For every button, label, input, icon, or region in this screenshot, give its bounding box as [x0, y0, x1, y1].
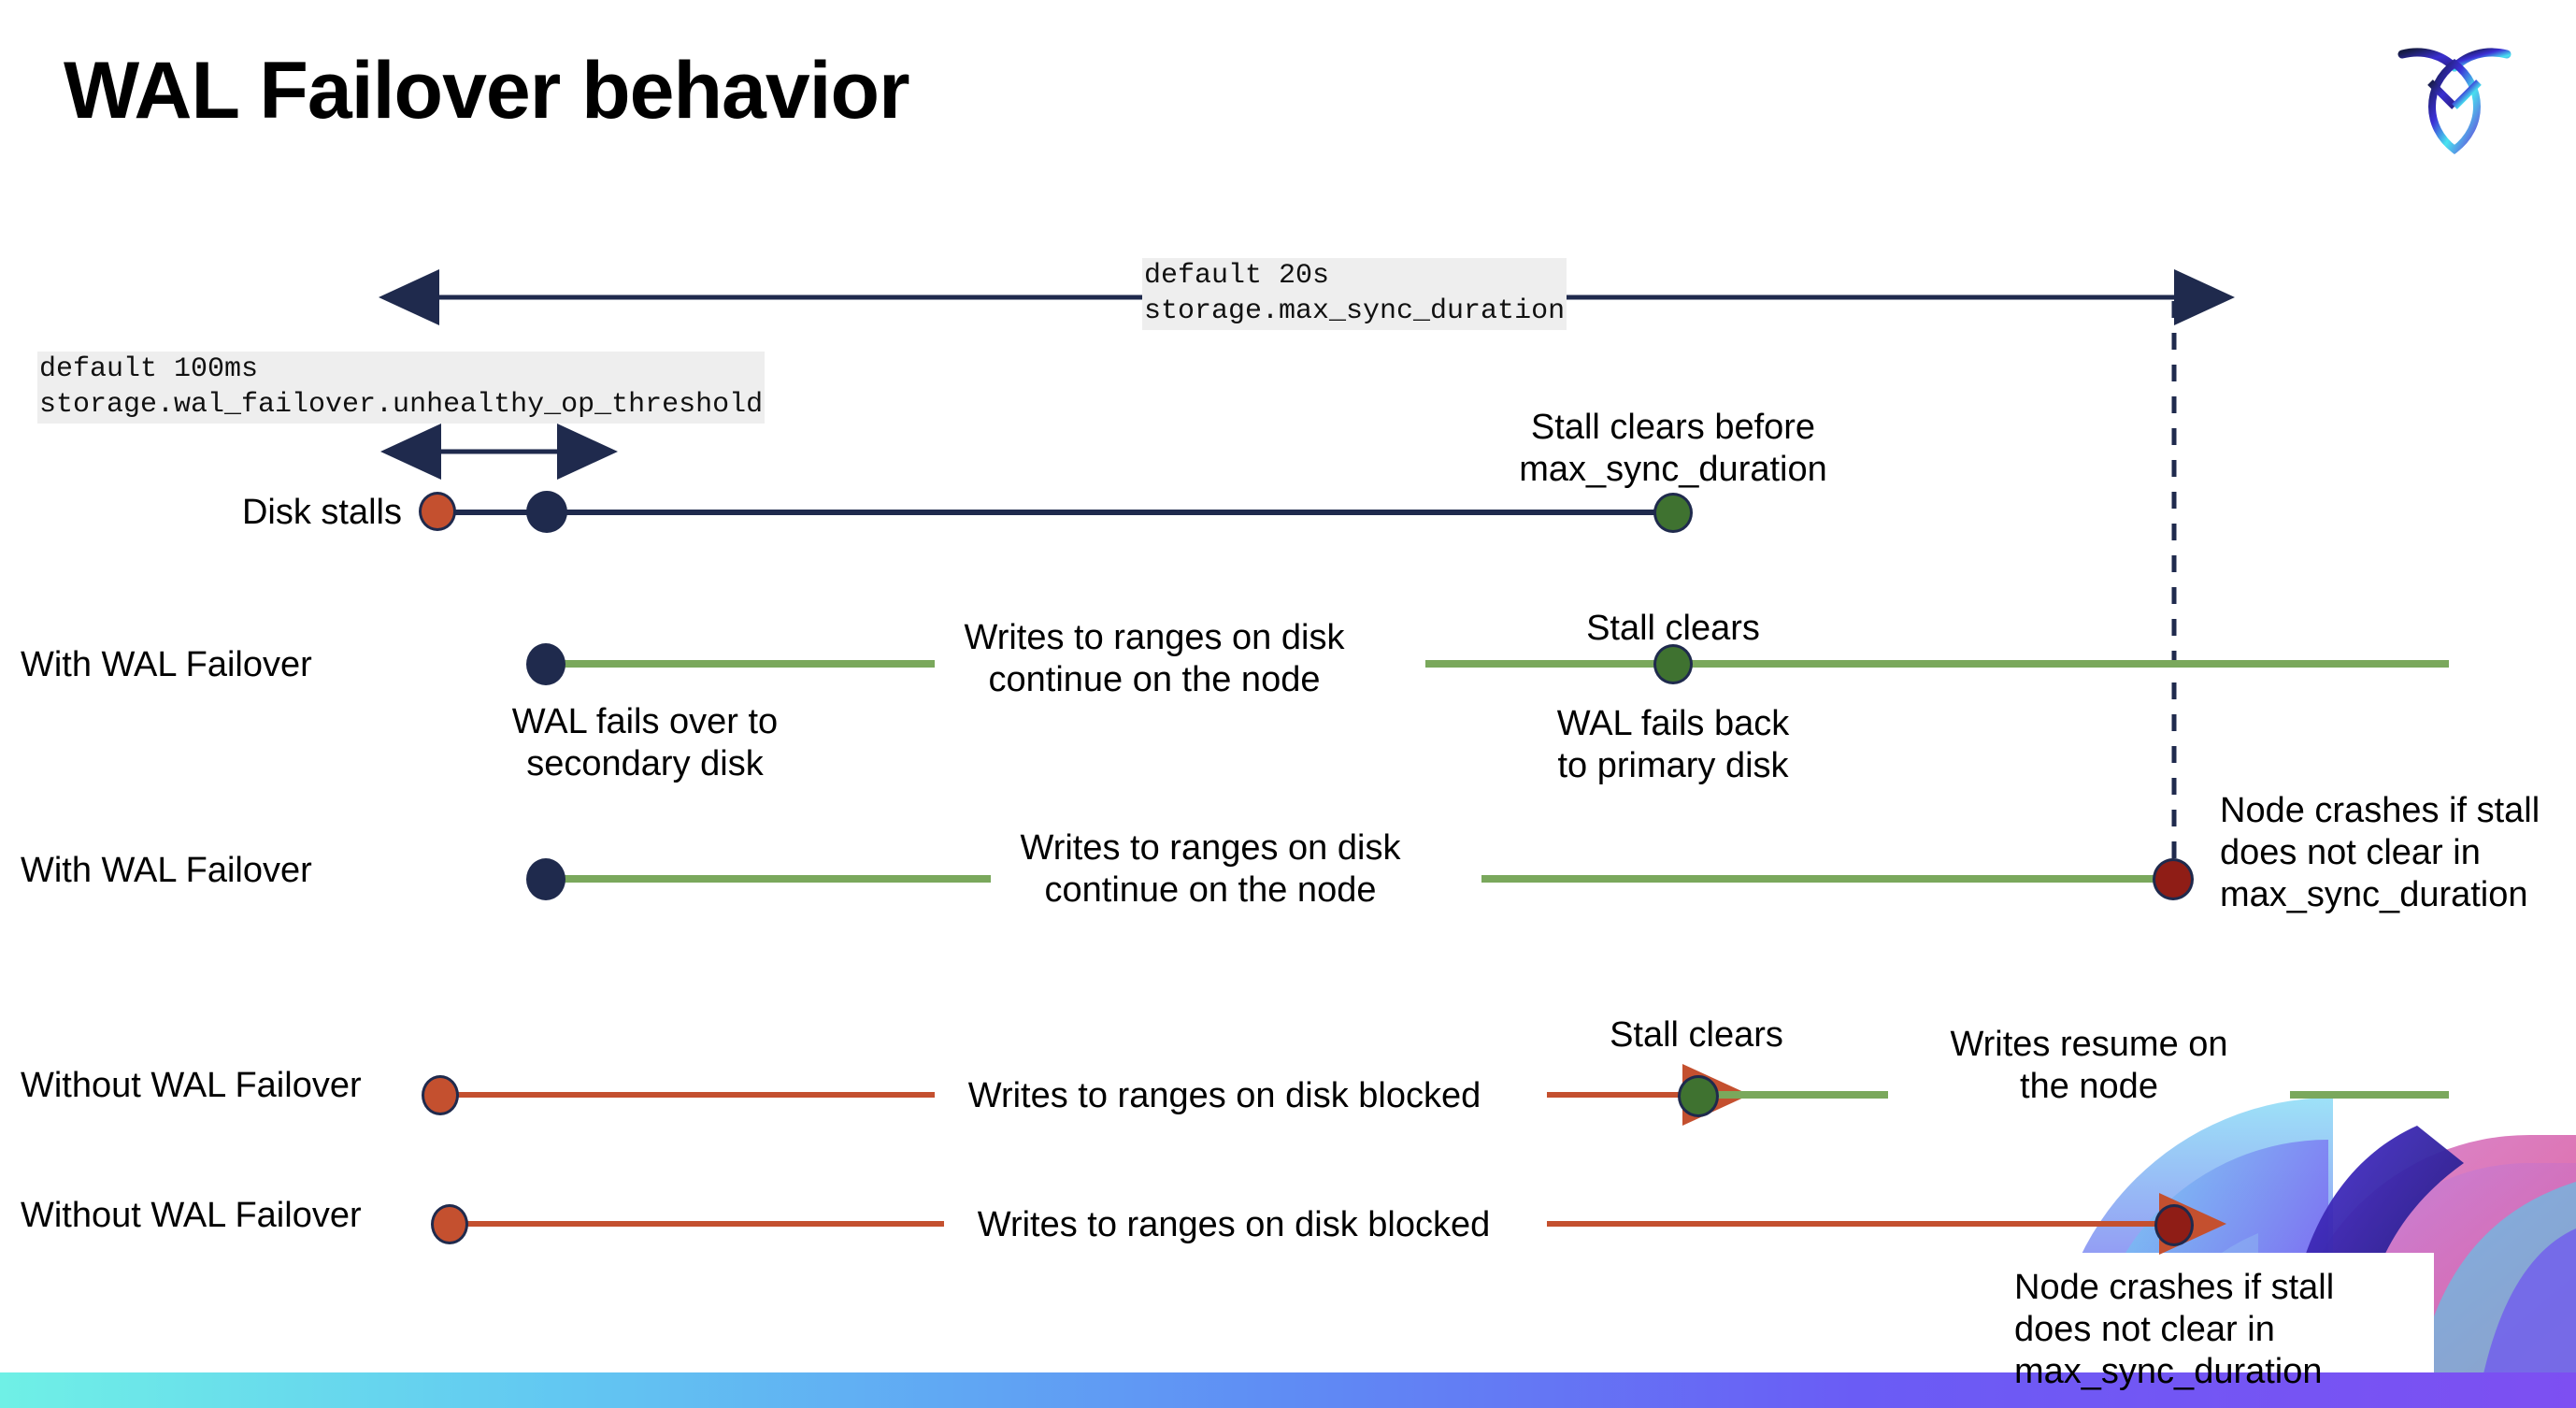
mask-left-of-art	[0, 972, 1978, 1365]
dot-stall-clears-with-wal-1	[1653, 644, 1693, 684]
dot-stall-clears-without-wal-1	[1678, 1075, 1719, 1117]
unhealthy-op-threshold-chip: default 100ms storage.wal_failover.unhea…	[37, 352, 766, 424]
note-wal-fails-back-primary: WAL fails back to primary disk	[1556, 704, 1790, 785]
note-wal-fails-over-secondary: WAL fails over to secondary disk	[511, 702, 779, 783]
row-label-without-wal-failover-1: Without WAL Failover	[21, 1066, 362, 1105]
bottom-gradient-bar	[0, 1372, 2576, 1408]
dot-failover-start-with-wal-2	[526, 858, 565, 900]
note-node-crashes-with-wal-2: Node crashes if stall does not clear in …	[2220, 791, 2540, 914]
max-sync-setting-label: storage.max_sync_duration	[1144, 295, 1566, 327]
note-writes-blocked-without-wal-2: Writes to ranges on disk blocked	[977, 1205, 1491, 1244]
dot-failover-trigger-disk-stalls	[526, 491, 567, 533]
dot-node-crash-without-wal-2	[2154, 1204, 2194, 1246]
note-writes-resume-on-node: Writes resume on the node	[1950, 1025, 2228, 1106]
note-stall-clears-with-wal-1: Stall clears	[1586, 609, 1760, 648]
max-sync-duration-chip: default 20s storage.max_sync_duration	[1142, 258, 1567, 330]
dot-stall-start-without-wal-1	[422, 1075, 459, 1115]
note-writes-continue-with-wal-1: Writes to ranges on disk continue on the…	[964, 618, 1345, 699]
note-stall-clears-without-wal-1: Stall clears	[1610, 1015, 1783, 1055]
note-writes-continue-with-wal-2: Writes to ranges on disk continue on the…	[1020, 828, 1401, 910]
dot-node-crash-with-wal-2	[2153, 858, 2194, 900]
unhealthy-op-setting-label: storage.wal_failover.unhealthy_op_thresh…	[39, 388, 764, 421]
unhealthy-op-default-label: default 100ms	[39, 353, 259, 385]
dot-stall-start-without-wal-2	[431, 1204, 468, 1244]
dot-stall-clears-disk-stalls	[1653, 493, 1693, 533]
max-sync-default-label: default 20s	[1144, 260, 1330, 292]
note-stall-clears-before-max-sync: Stall clears before max_sync_duration	[1519, 408, 1827, 489]
note-writes-blocked-without-wal-1: Writes to ranges on disk blocked	[967, 1076, 1481, 1115]
row-label-with-wal-failover-1: With WAL Failover	[21, 645, 312, 684]
row-label-disk-stalls: Disk stalls	[241, 493, 402, 532]
dot-failover-start-with-wal-1	[526, 643, 565, 685]
note-node-crashes-without-wal-2: Node crashes if stall does not clear in …	[2014, 1268, 2335, 1391]
cockroachdb-logo-icon	[2393, 34, 2533, 157]
page-title: WAL Failover behavior	[64, 46, 910, 136]
dot-stall-start-disk-stalls	[419, 492, 456, 531]
row-label-with-wal-failover-2: With WAL Failover	[21, 851, 312, 890]
row-label-without-wal-failover-2: Without WAL Failover	[21, 1196, 362, 1235]
